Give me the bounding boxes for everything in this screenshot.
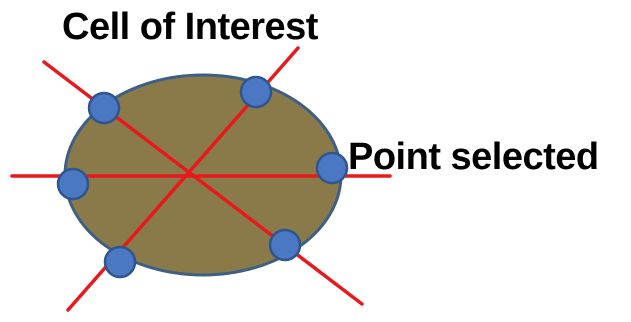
cell-of-interest-label: Cell of Interest [62,8,318,46]
point-selected-label: Point selected [348,138,599,176]
boundary-point [270,230,300,260]
boundary-point [105,247,135,277]
boundary-point [58,169,88,199]
boundary-point-selected [317,153,347,183]
boundary-point [89,93,119,123]
boundary-point [241,77,271,107]
